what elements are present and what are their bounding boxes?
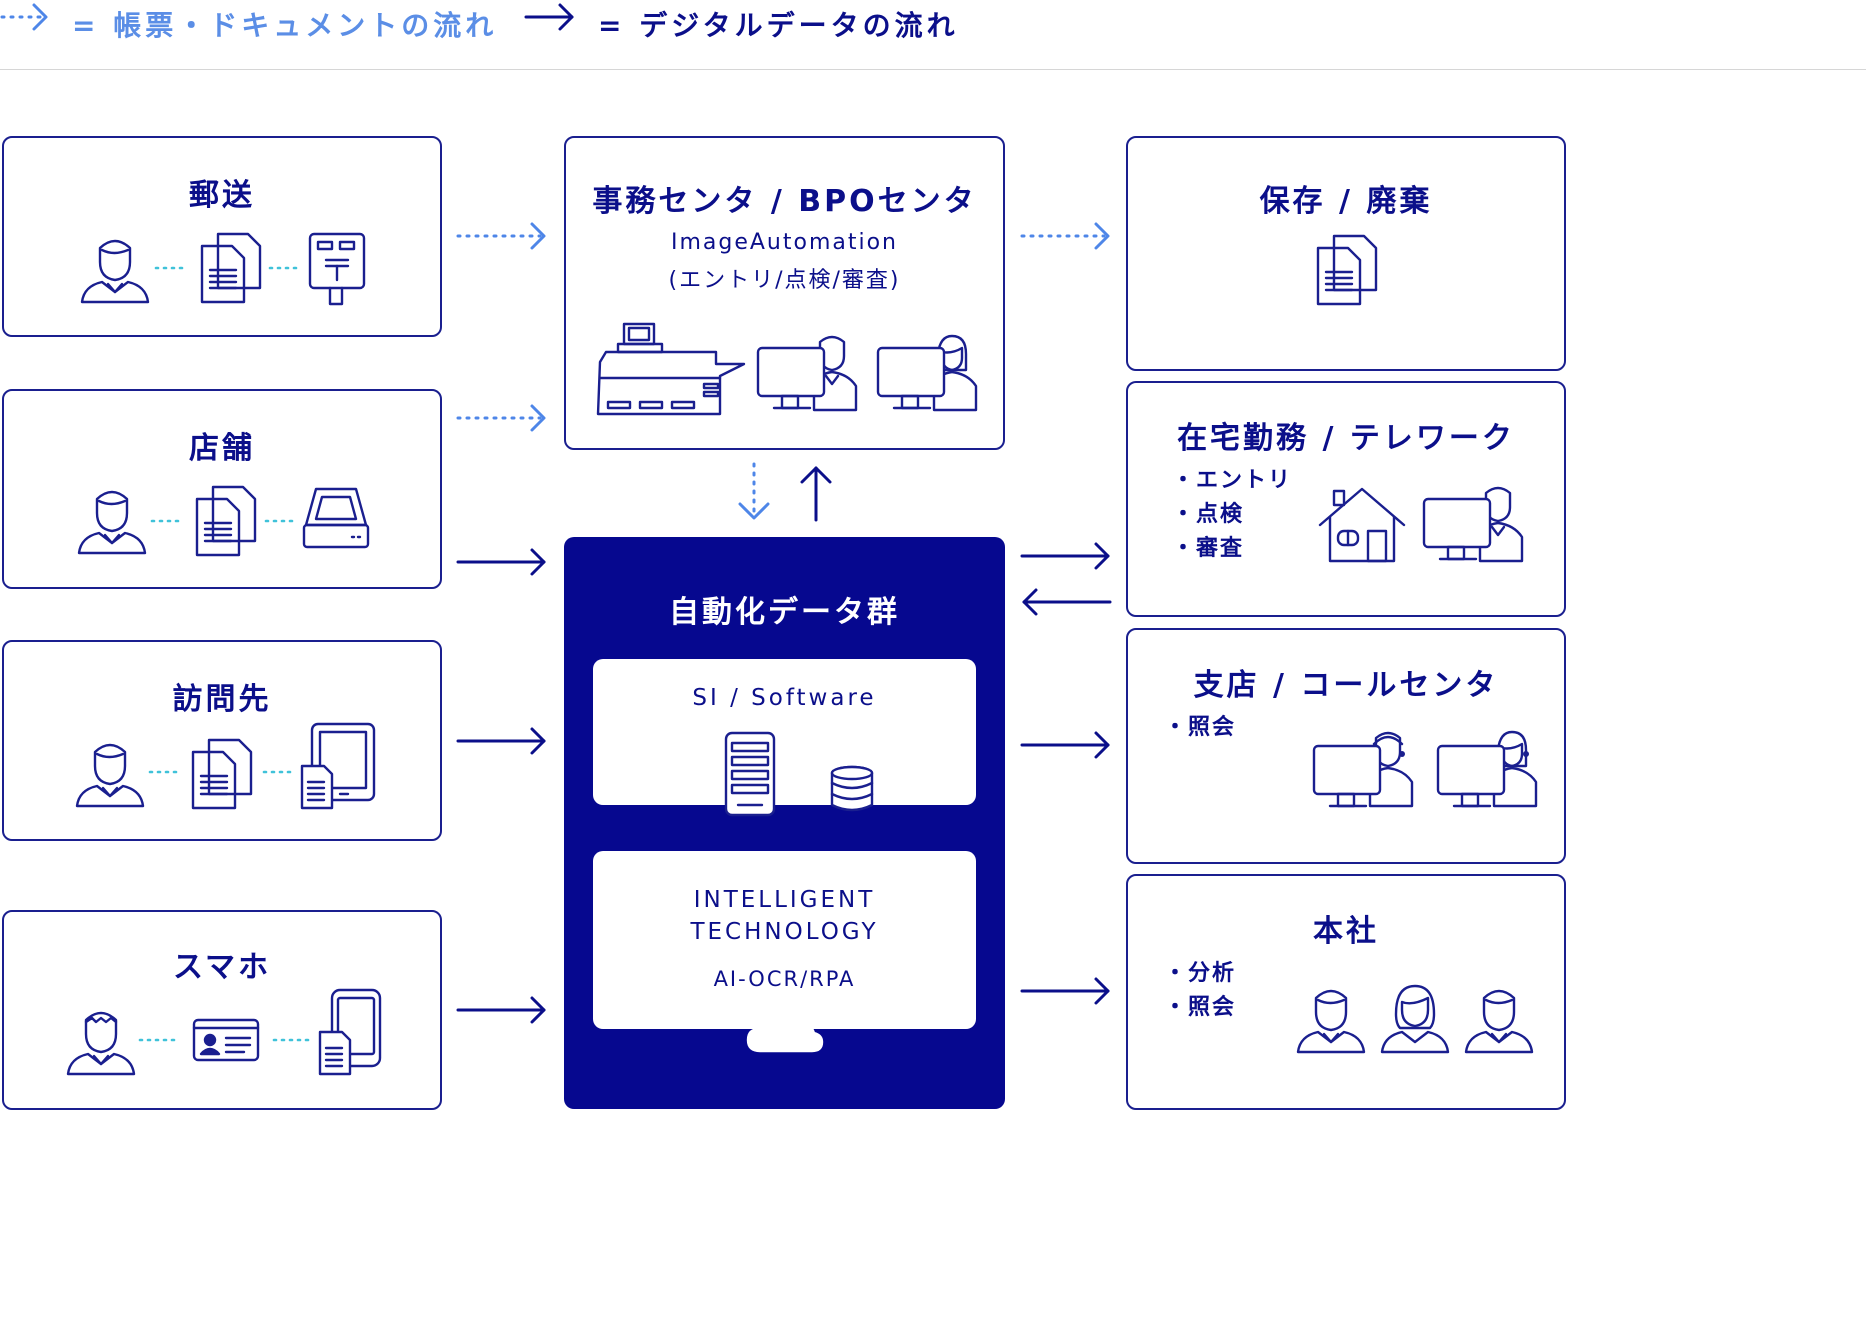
server-icon	[724, 731, 776, 817]
remote-work-box: 在宅勤務 / テレワーク ・エントリ ・点検 ・審査	[1126, 381, 1566, 617]
doc-flow-down-arrow-icon	[738, 462, 770, 520]
smartphone-document-icon	[318, 988, 382, 1076]
female-operator-at-monitor-icon	[876, 334, 978, 412]
connector-dots	[148, 770, 184, 774]
doc-flow-legend-label: = 帳票・ドキュメントの流れ	[72, 9, 498, 42]
connector-dots	[268, 266, 304, 270]
doc-flow-arrow-icon	[456, 404, 546, 432]
data-flow-back-arrow-icon	[1022, 588, 1112, 616]
female-call-operator-icon	[1436, 730, 1538, 808]
branch-callcenter-box: 支店 / コールセンタ ・照会	[1126, 628, 1566, 864]
remote-work-title: 在宅勤務 / テレワーク	[1177, 421, 1515, 456]
data-flow-arrow-icon	[456, 996, 546, 1024]
legend-divider	[0, 69, 1866, 70]
si-software-label: SI / Software	[692, 685, 877, 711]
data-flow-legend-label: = デジタルデータの流れ	[598, 9, 959, 42]
headquarters-item: ・分析	[1164, 961, 1237, 986]
branch-callcenter-title: 支店 / コールセンタ	[1193, 668, 1499, 703]
cloud-icon	[746, 1011, 824, 1053]
data-flow-legend-arrow-icon	[524, 3, 574, 31]
female-person-icon	[1380, 984, 1450, 1054]
id-card-icon	[192, 1018, 260, 1062]
documents-icon	[1316, 234, 1378, 306]
production-scanner-icon	[596, 322, 746, 416]
database-icon	[830, 765, 874, 812]
intelligent-technology-line2: TECHNOLOGY	[690, 919, 879, 945]
intelligent-technology-line1: INTELLIGENT	[693, 887, 876, 913]
data-flow-arrow-icon	[1020, 731, 1110, 759]
source-box-mail: 郵送	[2, 136, 442, 337]
remote-work-item: ・審査	[1172, 536, 1245, 561]
documents-icon	[200, 232, 262, 304]
data-flow-arrow-icon	[456, 727, 546, 755]
headquarters-item: ・照会	[1164, 995, 1237, 1020]
person-icon	[1296, 989, 1366, 1054]
scanner-icon	[302, 487, 370, 549]
data-flow-arrow-icon	[1020, 977, 1110, 1005]
call-operator-icon	[1312, 731, 1414, 808]
source-box-smartphone: スマホ	[2, 910, 442, 1110]
source-title: 店舗	[189, 431, 255, 466]
image-automation-label: ImageAutomation	[670, 230, 899, 255]
automation-data-title: 自動化データ群	[669, 595, 900, 630]
si-software-card: SI / Software	[593, 659, 976, 805]
intelligent-technology-card: INTELLIGENT TECHNOLOGY AI-OCR/RPA	[593, 851, 976, 1029]
source-box-store: 店舗	[2, 389, 442, 589]
remote-work-item: ・点検	[1172, 502, 1245, 527]
person-icon	[80, 239, 150, 304]
connector-dots	[264, 519, 300, 523]
bpo-center-box: 事務センタ / BPOセンタ ImageAutomation (エントリ/点検/…	[564, 136, 1005, 450]
tablet-document-icon	[300, 722, 376, 810]
person-icon	[75, 743, 145, 808]
headquarters-title: 本社	[1313, 914, 1379, 949]
postbox-icon	[308, 232, 366, 306]
data-flow-arrow-icon	[1020, 542, 1110, 570]
house-icon	[1318, 487, 1406, 563]
connector-dots	[154, 266, 190, 270]
bpo-center-title: 事務センタ / BPOセンタ	[592, 184, 977, 219]
data-flow-arrow-icon	[456, 548, 546, 576]
ai-ocr-rpa-label: AI-OCR/RPA	[713, 967, 856, 991]
doc-flow-arrow-icon	[1020, 222, 1110, 250]
storage-box: 保存 / 廃棄	[1126, 136, 1566, 371]
headquarters-box: 本社 ・分析 ・照会	[1126, 874, 1566, 1110]
storage-title: 保存 / 廃棄	[1259, 184, 1433, 219]
branch-item: ・照会	[1164, 715, 1237, 740]
connector-dots	[150, 519, 186, 523]
documents-icon	[195, 485, 257, 557]
operator-at-monitor-icon	[756, 335, 858, 412]
doc-flow-legend-arrow-icon	[0, 3, 48, 31]
automation-data-panel: 自動化データ群 SI / Software INTELLIGENT TECHNO…	[564, 537, 1005, 1109]
person-icon	[66, 1011, 136, 1076]
documents-icon	[191, 738, 253, 810]
person-icon	[77, 490, 147, 555]
connector-dots	[272, 1038, 314, 1042]
connector-dots	[262, 770, 298, 774]
source-title: 郵送	[189, 178, 255, 213]
image-automation-tasks: (エントリ/点検/審査)	[668, 268, 901, 293]
remote-work-item: ・エントリ	[1172, 468, 1293, 493]
source-title: 訪問先	[172, 682, 272, 717]
doc-flow-arrow-icon	[456, 222, 546, 250]
source-title: スマホ	[172, 950, 272, 985]
connector-dots	[138, 1038, 180, 1042]
data-flow-up-arrow-icon	[800, 466, 832, 522]
source-box-visit: 訪問先	[2, 640, 442, 841]
person-icon	[1464, 989, 1534, 1054]
operator-at-monitor-icon	[1422, 486, 1524, 563]
